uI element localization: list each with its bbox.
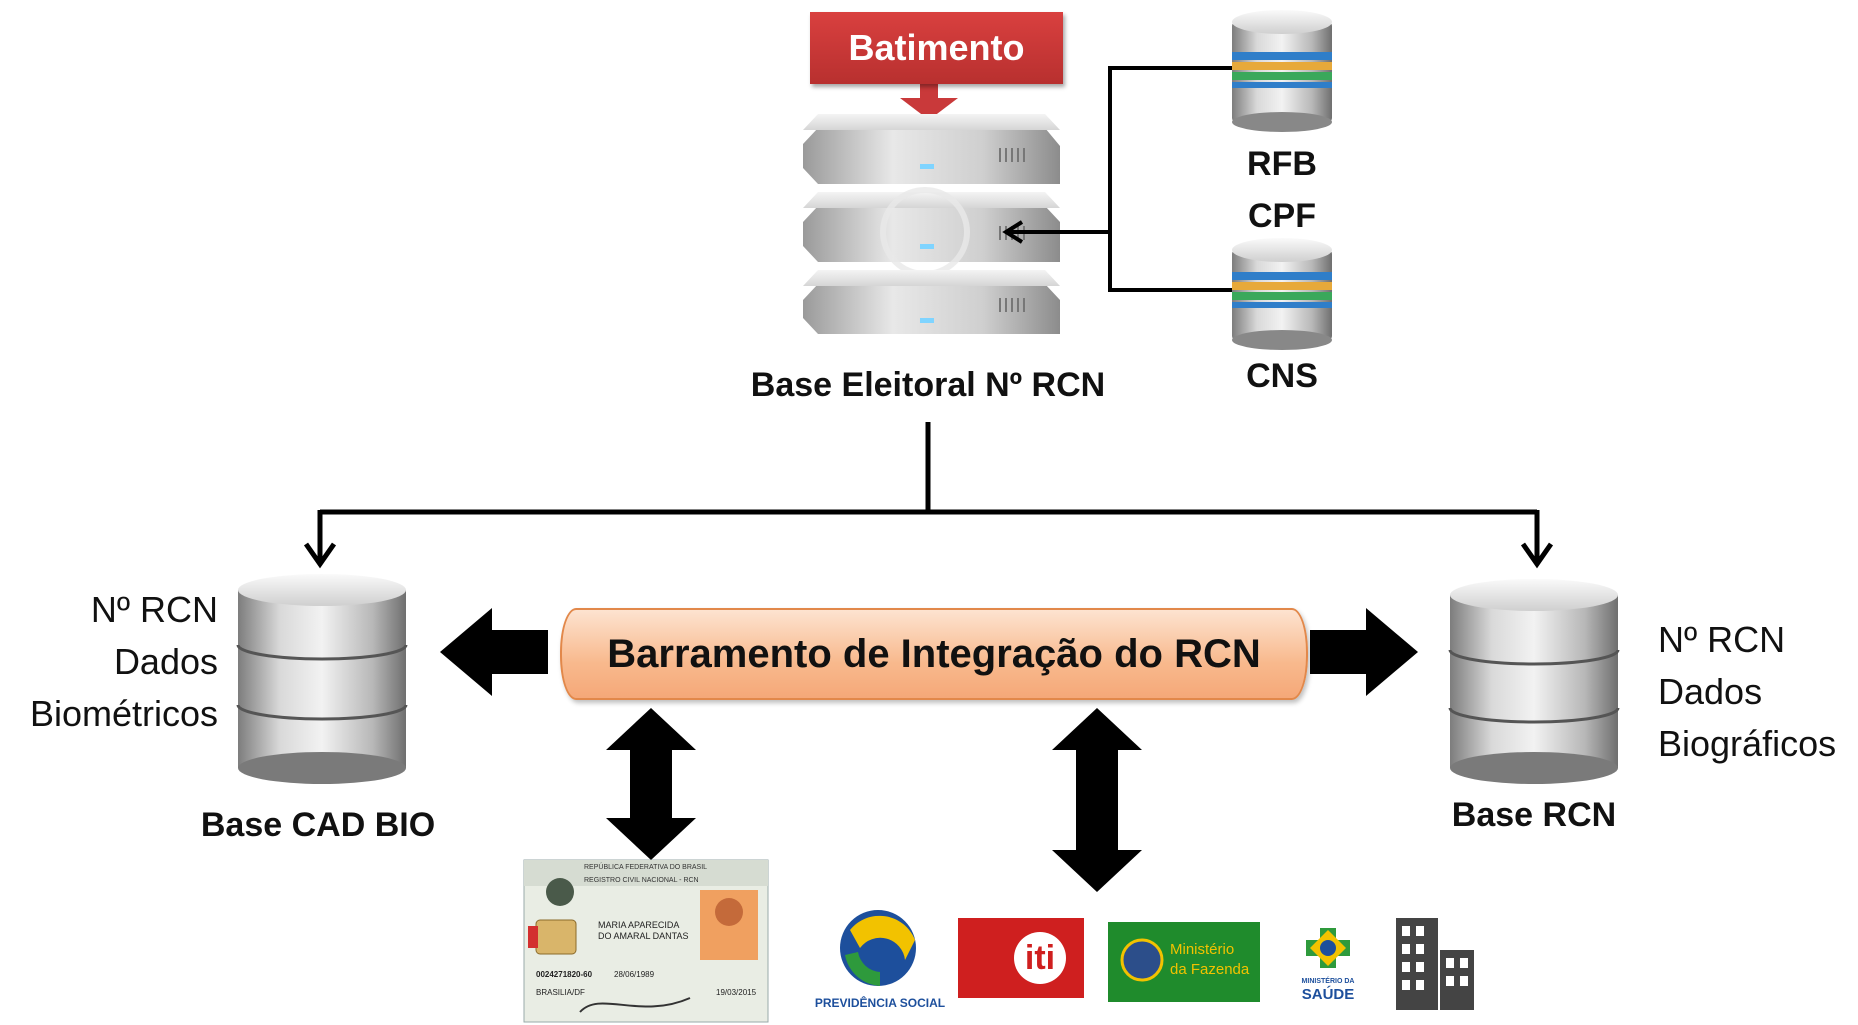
- batimento-arrow: [900, 84, 958, 120]
- previdencia-logo: [840, 910, 916, 986]
- right-side-line: Nº RCN: [1658, 619, 1786, 660]
- saude-logo: [1306, 928, 1350, 968]
- right-block-arrow: [1310, 608, 1418, 696]
- left-side-line: Biométricos: [29, 693, 218, 734]
- right-side-line: Biográficos: [1658, 723, 1837, 764]
- iti-text: iti: [1024, 939, 1056, 977]
- left-database-icon: [236, 574, 408, 784]
- id-card-city: BRASILIA/DF: [536, 988, 585, 997]
- cpf-label: CPF: [1248, 197, 1316, 235]
- bus-label: Barramento de Integração do RCN: [607, 632, 1261, 676]
- id-card-birth: 28/06/1989: [614, 970, 655, 979]
- right-double-arrow: [1052, 708, 1142, 892]
- fazenda-text-1: Ministério: [1170, 941, 1235, 958]
- id-card-name-2: DO AMARAL DANTAS: [598, 931, 689, 941]
- saude-text-1: MINISTÉRIO DA: [1301, 978, 1355, 985]
- left-side-line: Nº RCN: [90, 589, 218, 630]
- fazenda-text-2: da Fazenda: [1170, 961, 1250, 978]
- cns-label: CNS: [1246, 357, 1318, 395]
- building-icon: [1396, 918, 1474, 1010]
- rfb-database-icon: [1232, 10, 1332, 132]
- right-side-line: Dados: [1658, 671, 1763, 712]
- main-server-label: Base Eleitoral Nº RCN: [750, 366, 1106, 404]
- source-connectors: [1002, 66, 1232, 292]
- left-block-arrow: [440, 608, 548, 696]
- left-side-line: Dados: [113, 641, 218, 682]
- left-side-text: Nº RCN Dados Biométricos: [0, 584, 218, 740]
- main-server-icon: [803, 114, 1060, 334]
- fazenda-logo: [1108, 922, 1260, 1002]
- right-db-label: Base RCN: [1451, 796, 1617, 834]
- previdencia-text: PREVIDÊNCIA SOCIAL: [814, 996, 946, 1010]
- rfb-label: RFB: [1247, 145, 1317, 183]
- right-side-text: Nº RCN Dados Biográficos: [1658, 614, 1836, 770]
- batimento-label: Batimento: [848, 27, 1025, 68]
- integration-bus: Barramento de Integração do RCN: [560, 608, 1308, 700]
- id-card-number: 0024271820-60: [536, 970, 593, 979]
- cns-database-icon: [1232, 238, 1332, 350]
- right-database-icon: [1448, 579, 1620, 784]
- id-card-subheader: REGISTRO CIVIL NACIONAL - RCN: [584, 877, 699, 884]
- left-db-label: Base CAD BIO: [200, 806, 436, 844]
- id-card-date: 19/03/2015: [716, 988, 757, 997]
- id-card-name-1: MARIA APARECIDA: [598, 920, 680, 930]
- id-card-header: REPÚBLICA FEDERATIVA DO BRASIL: [584, 864, 708, 871]
- id-card-image: [523, 859, 769, 1023]
- tree-connectors: [303, 422, 1554, 569]
- saude-text-2: SAÚDE: [1301, 986, 1355, 1003]
- iti-logo: [958, 918, 1084, 998]
- batimento-box: Batimento: [810, 12, 1063, 84]
- left-double-arrow: [606, 708, 696, 860]
